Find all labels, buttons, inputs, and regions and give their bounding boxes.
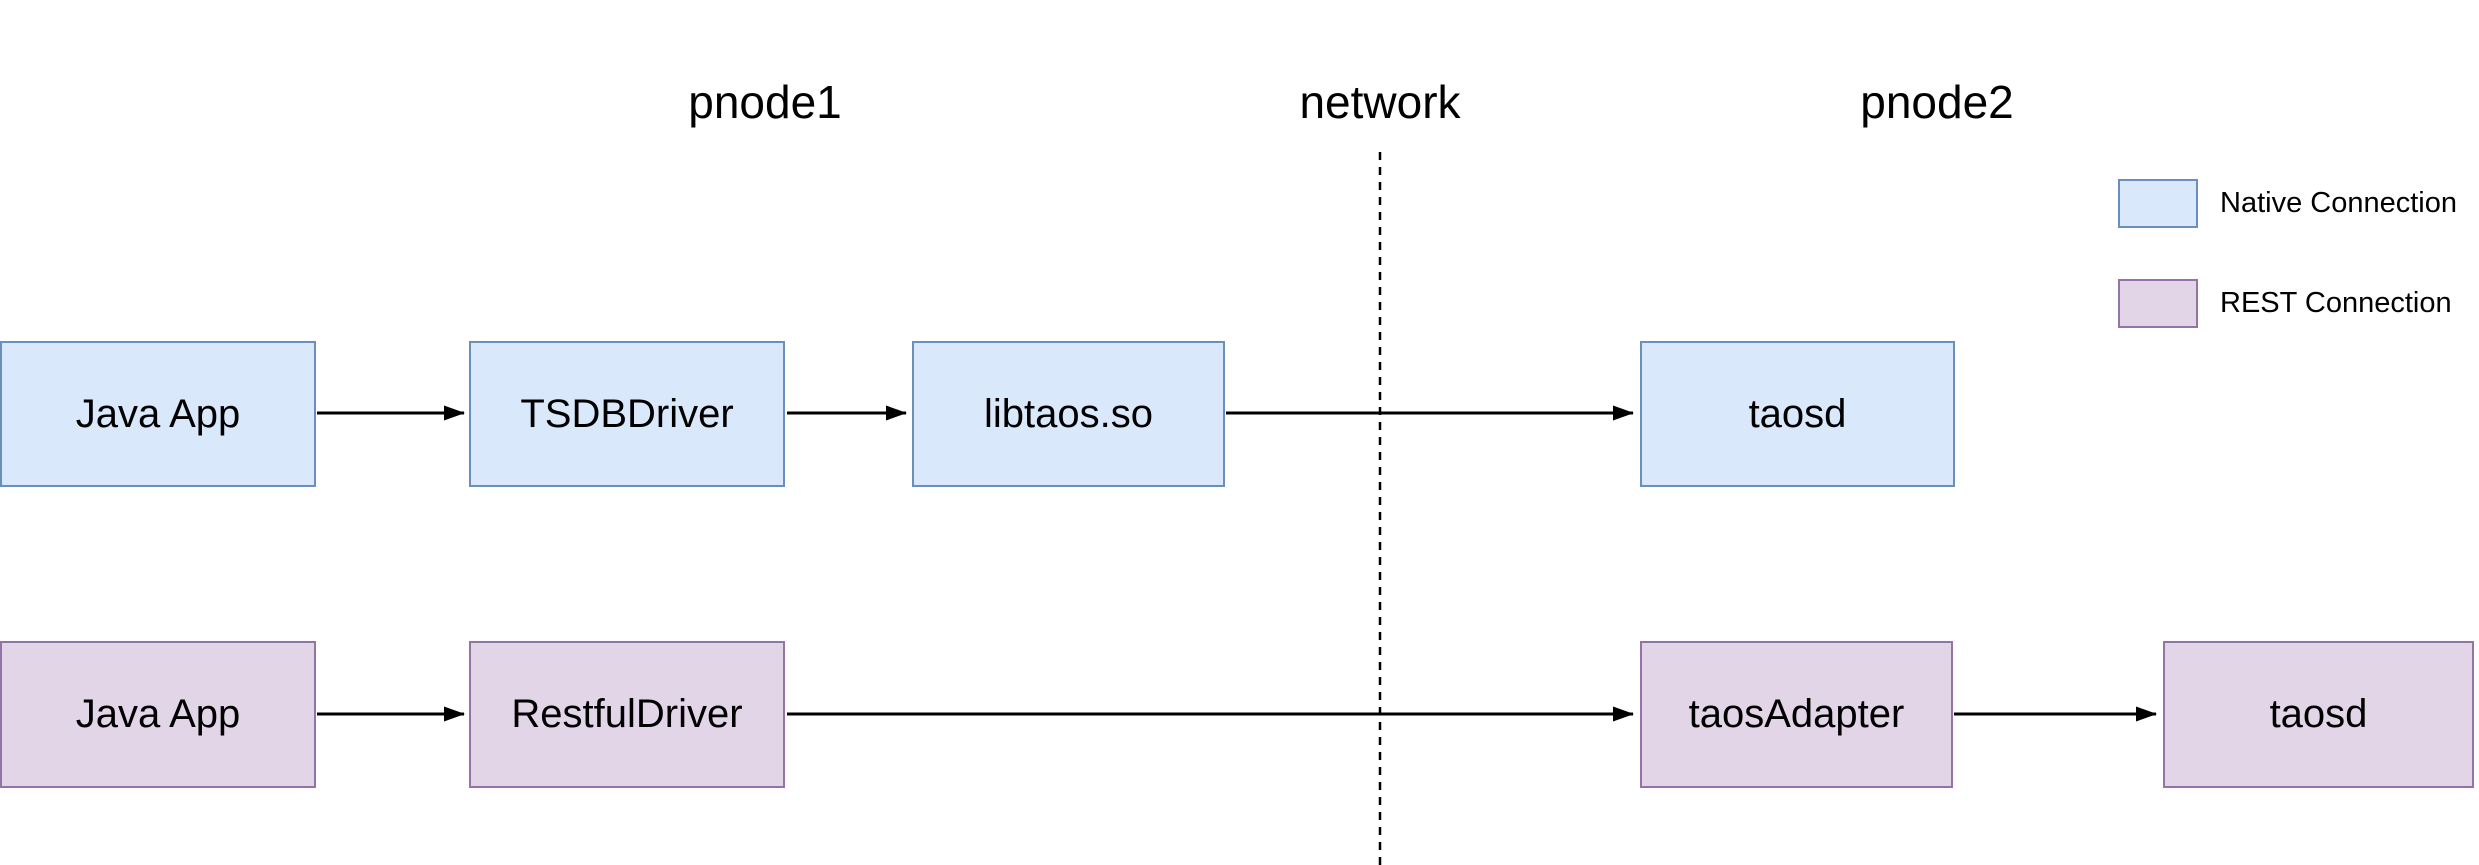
legend-item-native: Native Connection [2118,179,2457,228]
node-java-app-rest: Java App [0,641,316,788]
legend-label-native: Native Connection [2220,187,2457,219]
legend-swatch-native [2118,179,2198,228]
node-taosd-native: taosd [1640,341,1955,487]
node-java-app-native: Java App [0,341,316,487]
node-restfuldriver: RestfulDriver [469,641,785,788]
zone-label-pnode1: pnode1 [688,76,842,128]
zone-label-network: network [1299,76,1461,128]
legend-swatch-rest [2118,279,2198,328]
legend-item-rest: REST Connection [2118,279,2452,328]
node-taosadapter: taosAdapter [1640,641,1953,788]
zone-label-pnode2: pnode2 [1860,76,2014,128]
node-tsdbdriver: TSDBDriver [469,341,785,487]
node-taosd-rest: taosd [2163,641,2474,788]
node-libtaos-so: libtaos.so [912,341,1225,487]
legend-label-rest: REST Connection [2220,287,2452,319]
